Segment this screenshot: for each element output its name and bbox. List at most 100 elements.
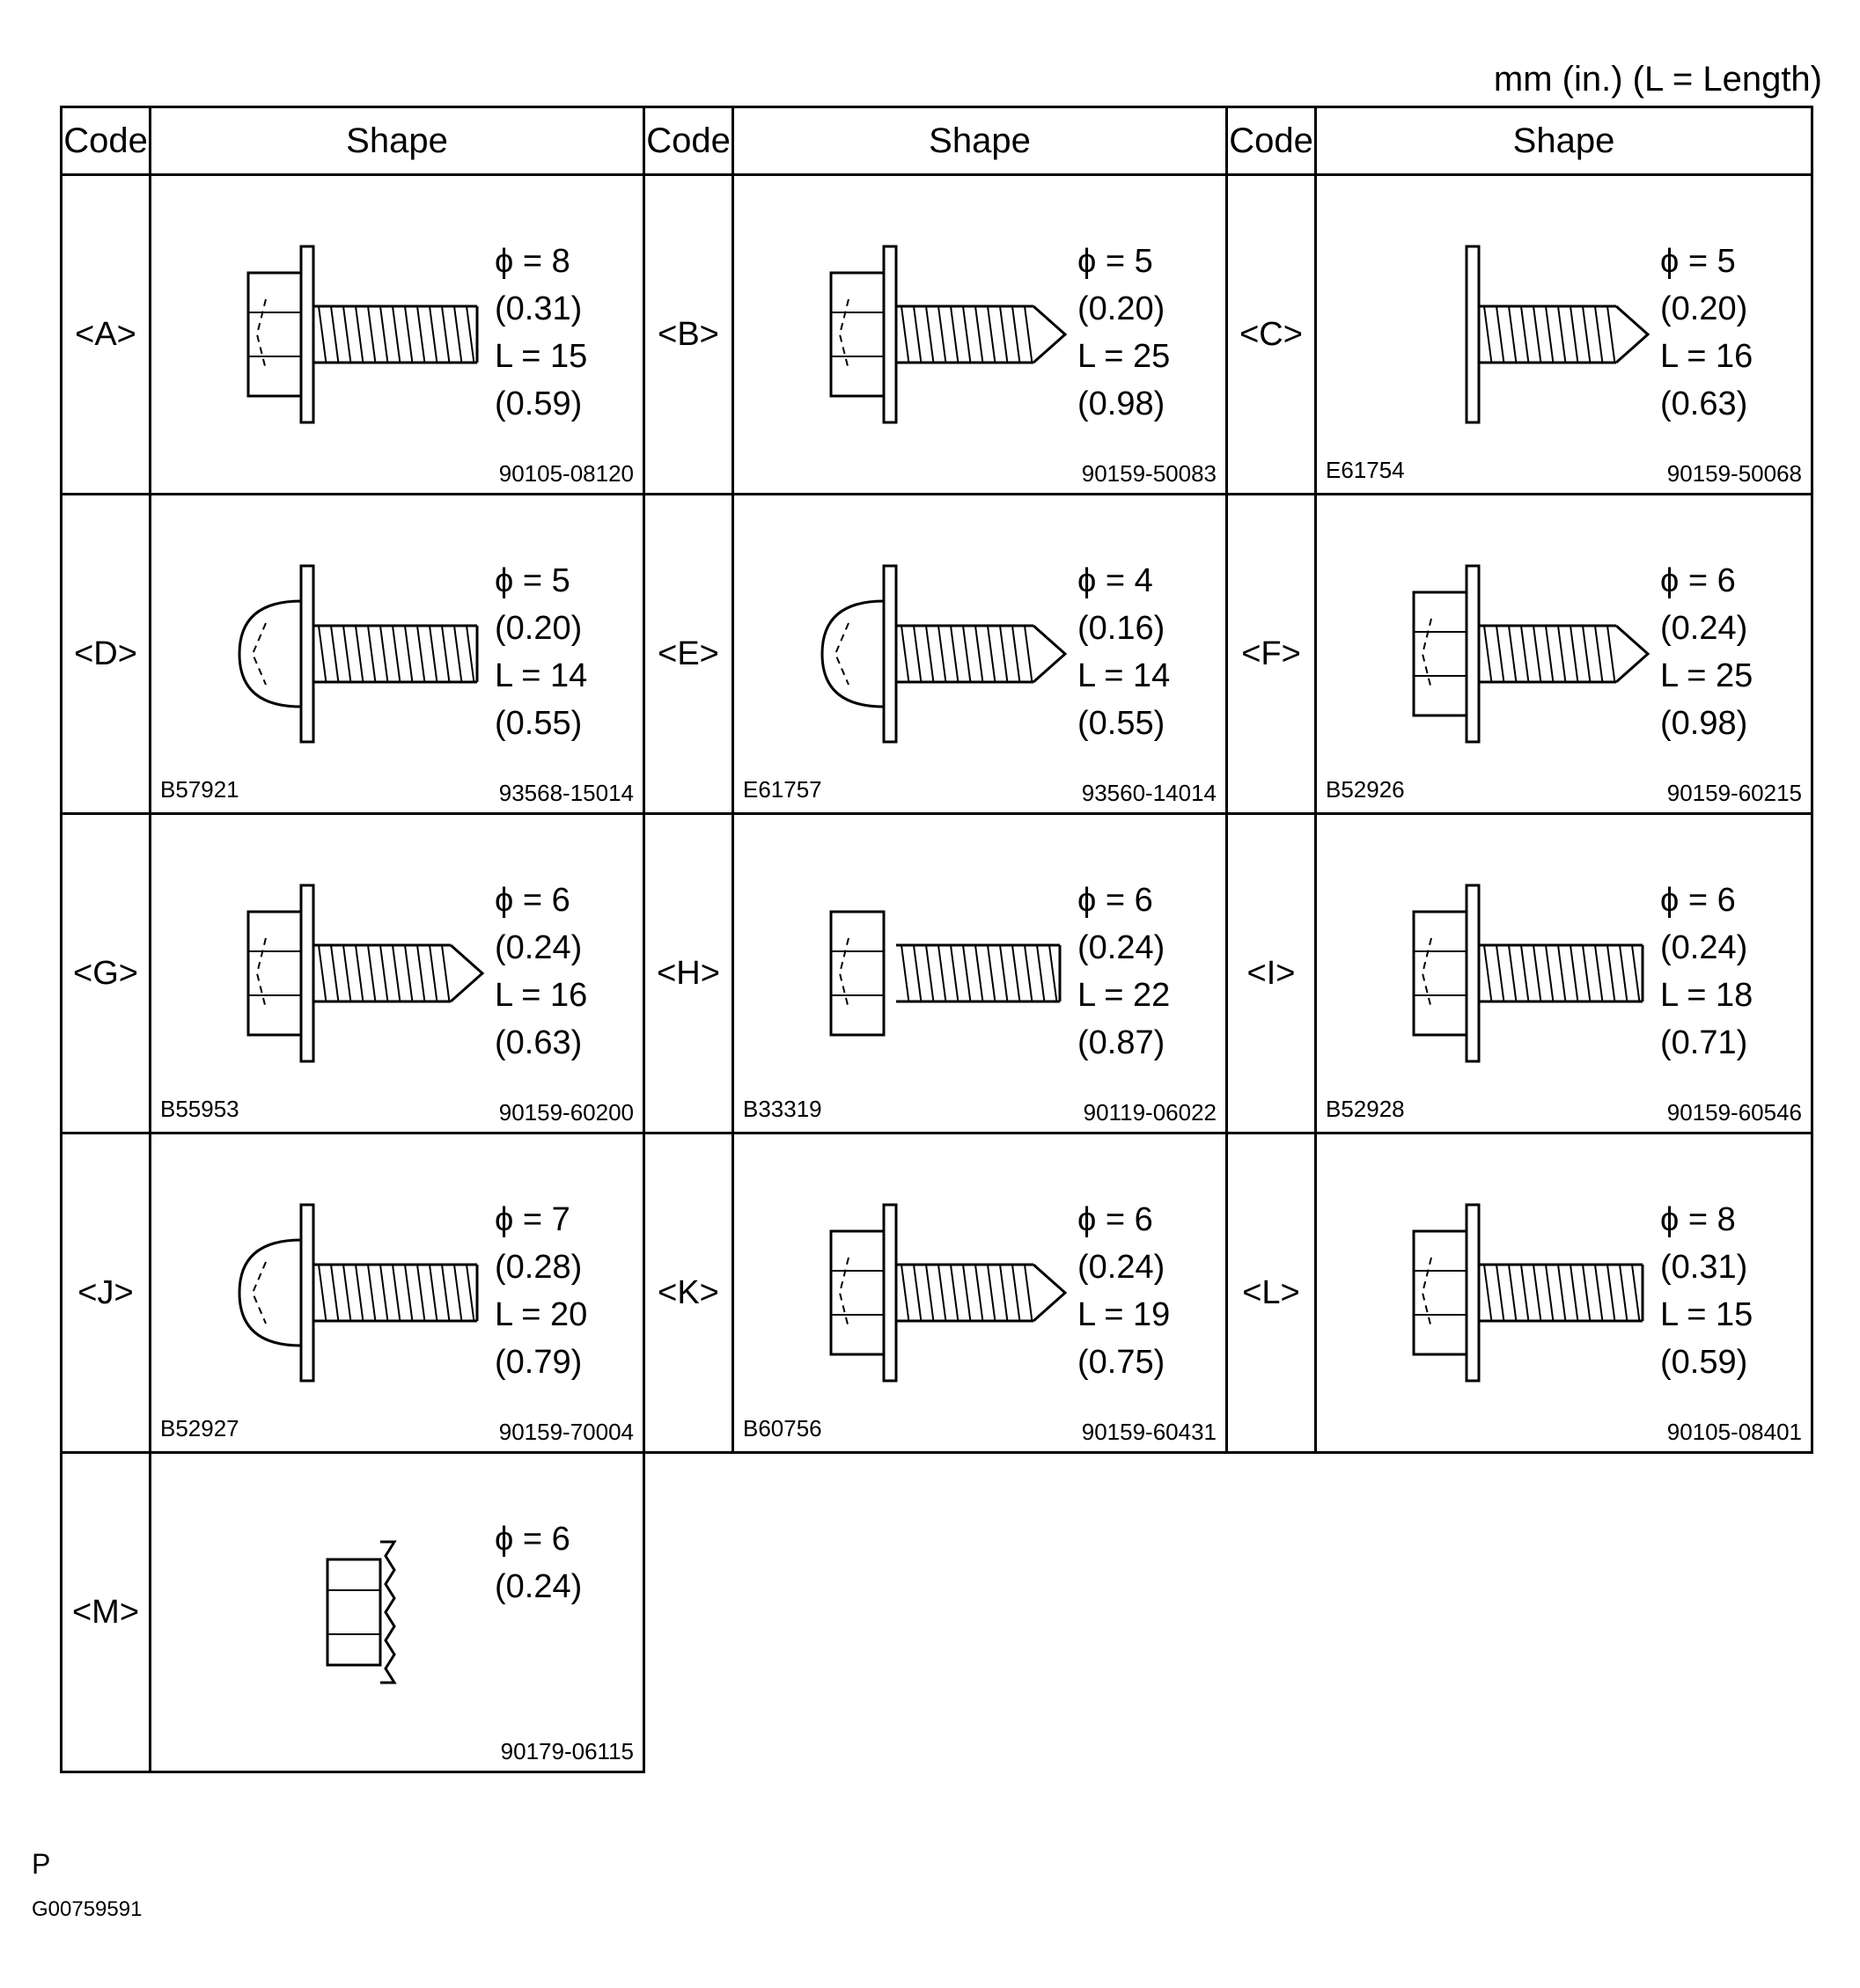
spec-length: L = 16 (1660, 338, 1753, 375)
part-number: 90105-08120 (498, 460, 634, 487)
spec-phi-in: (0.20) (1660, 290, 1748, 327)
spec-length-in: (0.59) (495, 385, 583, 422)
spec-length: L = 25 (1660, 657, 1753, 694)
spec-length-in: (0.55) (1077, 705, 1165, 742)
figure-ref: B57921 (160, 776, 239, 803)
figure-ref: E61757 (743, 776, 822, 803)
code-cell: <H> (643, 812, 734, 1134)
hex-washer-tapping-screw-icon (1412, 564, 1650, 744)
code-cell: <F> (1225, 493, 1317, 815)
spec-length: L = 22 (1077, 977, 1171, 1014)
spec-length: L = 20 (495, 1296, 588, 1333)
fastener-table: Code Shape Code Shape Code Shape <A>ϕ = … (60, 106, 1813, 1776)
hex-washer-tapping-screw-icon (246, 884, 485, 1063)
fastener-spec: ϕ = 8 (0.31) L = 15 (0.59) (495, 238, 587, 428)
spec-length-in: (0.98) (1077, 385, 1165, 422)
code-cell: <C> (1225, 173, 1317, 495)
code-cell: <M> (60, 1451, 151, 1773)
spec-length: L = 15 (1660, 1296, 1753, 1333)
spec-phi-in: (0.20) (1077, 290, 1165, 327)
spec-phi: ϕ = 6 (495, 1521, 570, 1558)
header-shape: Shape (1314, 106, 1813, 176)
header-code: Code (643, 106, 734, 176)
part-number: 90159-60200 (498, 1099, 634, 1126)
header-shape: Shape (149, 106, 645, 176)
figure-ref: B33319 (743, 1096, 822, 1122)
part-number: 90159-50068 (1666, 460, 1802, 487)
spec-phi: ϕ = 6 (1660, 882, 1736, 919)
fastener-spec: ϕ = 5(0.20)L = 16(0.63) (1660, 238, 1753, 428)
shape-cell: ϕ = 8(0.31)L = 15(0.59)90105-08401 (1314, 1132, 1813, 1454)
fastener-spec: ϕ = 4(0.16)L = 14(0.55) (1077, 557, 1170, 747)
figure-ref: B52928 (1326, 1096, 1405, 1122)
pan-washer-bolt-icon (238, 1203, 479, 1383)
part-number: 90159-60215 (1666, 780, 1802, 806)
hex-washer-tapping-screw-icon (829, 1203, 1068, 1383)
footer-letter: P (32, 1848, 51, 1880)
spec-length: L = 18 (1660, 977, 1753, 1014)
figure-ref: B60756 (743, 1415, 822, 1441)
fastener-spec: ϕ = 5(0.20)L = 14(0.55) (495, 557, 587, 747)
spec-length-in: (0.75) (1077, 1344, 1165, 1381)
fastener-spec: ϕ = 6(0.24)L = 16(0.63) (495, 877, 587, 1067)
part-number: 93568-15014 (498, 780, 634, 806)
code-cell: <L> (1225, 1132, 1317, 1454)
part-number: 90159-60546 (1666, 1099, 1802, 1126)
units-note: mm (in.) (L = Length) (1493, 60, 1822, 99)
spec-phi-in: (0.24) (495, 929, 583, 966)
code-cell: <B> (643, 173, 734, 495)
spec-length-in: (0.55) (495, 705, 583, 742)
hex-tapping-screw-icon (829, 245, 1068, 424)
fastener-spec: ϕ = 8(0.31)L = 15(0.59) (1660, 1196, 1753, 1386)
spec-phi-in: (0.24) (495, 1568, 583, 1605)
pan-head-tapping-screw-icon (820, 564, 1068, 744)
spec-phi-in: (0.24) (1660, 929, 1748, 966)
flange-hex-bolt-icon (1412, 1203, 1644, 1383)
part-number: 90159-60431 (1081, 1419, 1217, 1445)
fastener-spec: ϕ = 6 (0.24) L = 18 (0.71) (1660, 877, 1753, 1067)
header-code: Code (60, 106, 151, 176)
spec-phi-in: (0.28) (495, 1249, 583, 1286)
part-number: 90159-70004 (498, 1419, 634, 1445)
pan-head-screw-icon (238, 564, 479, 744)
spec-length-in: (0.71) (1660, 1024, 1748, 1061)
spec-phi-in: (0.16) (1077, 610, 1165, 647)
spec-length: L = 15 (495, 338, 588, 375)
spec-length: L = 16 (495, 977, 588, 1014)
washer-tapping-screw-icon (1465, 245, 1650, 424)
figure-ref: B52926 (1326, 776, 1405, 803)
code-cell: <A> (60, 173, 151, 495)
part-number: 90119-06022 (1083, 1099, 1217, 1126)
spec-phi-in: (0.31) (495, 290, 583, 327)
spec-length-in: (0.59) (1660, 1344, 1748, 1381)
code-cell: <E> (643, 493, 734, 815)
figure-ref: B52927 (160, 1415, 239, 1441)
spec-phi-in: (0.24) (1660, 610, 1748, 647)
shape-cell: ϕ = 5(0.20)L = 25(0.98)90159-50083 (732, 173, 1228, 495)
spec-length: L = 14 (1077, 657, 1171, 694)
fastener-spec: ϕ = 5(0.20)L = 25(0.98) (1077, 238, 1170, 428)
spec-length: L = 14 (495, 657, 588, 694)
fastener-spec: ϕ = 6(0.24)L = 25(0.98) (1660, 557, 1753, 747)
fastener-spec: ϕ = 6 (0.24) (495, 1515, 582, 1610)
shape-cell: ϕ = 7 (0.28) L = 20 (0.79) B52927 90159-70004 (149, 1132, 645, 1454)
fastener-spec: ϕ = 7 (0.28) L = 20 (0.79) (495, 1196, 587, 1386)
spec-length-in: (0.87) (1077, 1024, 1165, 1061)
spec-phi: ϕ = 6 (1077, 1201, 1153, 1238)
spec-phi-in: (0.24) (1077, 929, 1165, 966)
spec-length: L = 25 (1077, 338, 1171, 375)
shape-cell: ϕ = 8 (0.31) L = 15 (0.59) 90105-08120 (149, 173, 645, 495)
code-cell: <K> (643, 1132, 734, 1454)
spec-phi: ϕ = 8 (1660, 1201, 1736, 1238)
spec-phi: ϕ = 8 (495, 243, 570, 280)
hex-bolt-icon (829, 910, 1062, 1037)
spec-length-in: (0.79) (495, 1344, 583, 1381)
fastener-spec: ϕ = 6(0.24)L = 22(0.87) (1077, 877, 1170, 1067)
code-cell: <J> (60, 1132, 151, 1454)
spec-phi: ϕ = 7 (495, 1201, 570, 1238)
